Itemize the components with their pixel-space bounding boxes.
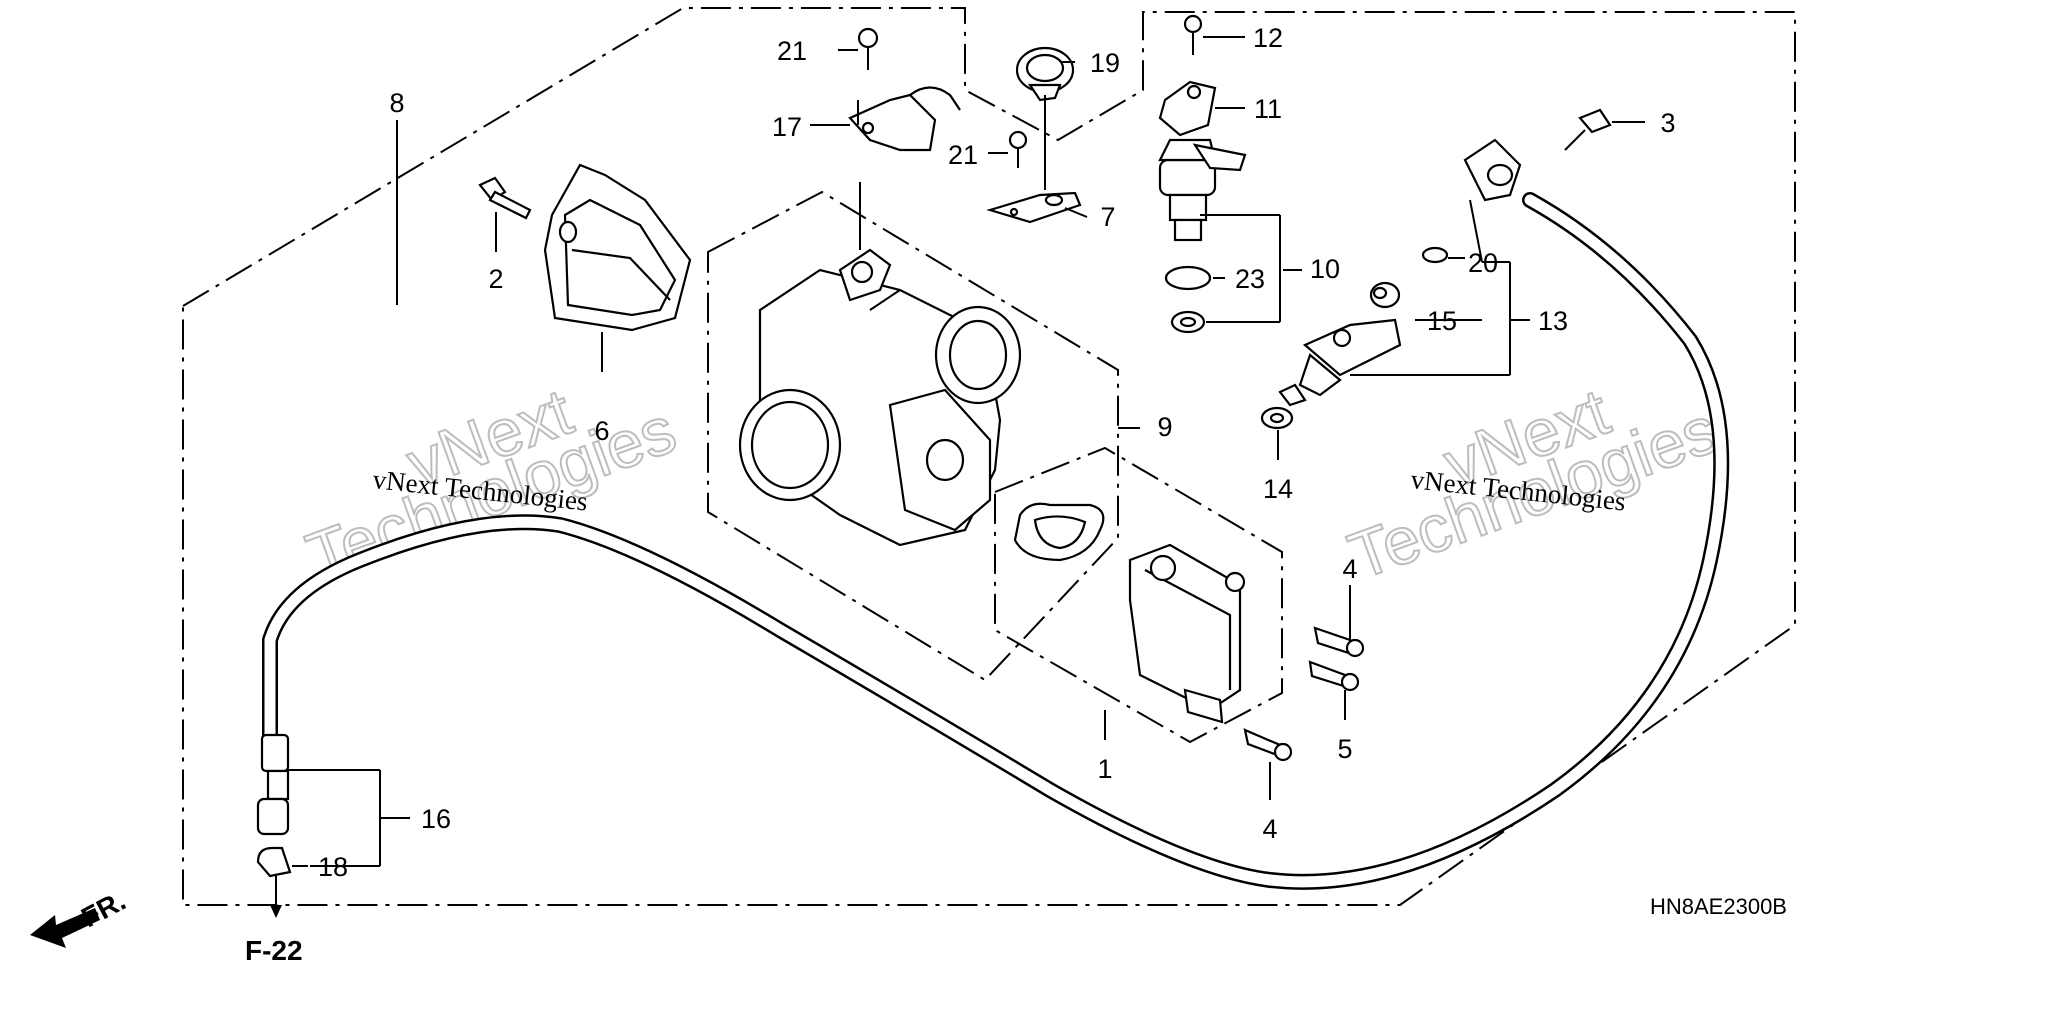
- screw-part-21-lower: [1008, 130, 1028, 168]
- gasket: [1013, 502, 1105, 562]
- assembly-boundary: [182, 7, 1796, 906]
- injector-part-13: [1278, 318, 1402, 407]
- seal-part-14: [1260, 406, 1294, 430]
- washer-part-10: [1170, 310, 1206, 334]
- callout-12: 12: [1253, 23, 1283, 53]
- hose-joint-part-16: [256, 733, 290, 836]
- callout-14: 14: [1263, 474, 1293, 504]
- down-arrow-icon: [270, 876, 282, 918]
- front-direction-arrow-icon: FR.: [30, 885, 131, 948]
- seal-part-15: [1369, 281, 1401, 309]
- watermark-right: vNext Technologies vNext Technologies: [1338, 373, 1727, 594]
- bolt-part-2: [478, 176, 532, 220]
- callout-11: 11: [1254, 94, 1282, 124]
- callouts: 1 2 3 4 4 5 6 7 8 9 10 11 12 13 14 15 16…: [318, 23, 1676, 882]
- callout-4-upper: 4: [1342, 554, 1357, 584]
- leader-lines: [288, 36, 1645, 867]
- callout-18: 18: [318, 852, 348, 882]
- callout-2: 2: [488, 264, 503, 294]
- callout-5: 5: [1337, 734, 1352, 764]
- callout-21-upper: 21: [777, 36, 807, 66]
- diagram-code: HN8AE2300B: [1650, 894, 1787, 919]
- callout-4-lower: 4: [1262, 814, 1277, 844]
- o-ring-part-20: [1421, 246, 1449, 264]
- bolt-part-3: [1564, 108, 1612, 151]
- callout-15: 15: [1427, 306, 1457, 336]
- bracket-part-17: [848, 86, 961, 152]
- page-reference: F-22: [245, 935, 303, 966]
- throttle-body-boundary: [707, 190, 1119, 682]
- callout-9: 9: [1157, 412, 1172, 442]
- sensor-unit-boundary: [994, 446, 1283, 744]
- callout-13: 13: [1538, 306, 1568, 336]
- callout-3: 3: [1660, 108, 1675, 138]
- callout-10: 10: [1310, 254, 1340, 284]
- callout-23: 23: [1235, 264, 1265, 294]
- callout-21-lower: 21: [948, 140, 978, 170]
- sensor-part-10: [1158, 138, 1247, 242]
- clip-part-18: [256, 846, 292, 878]
- screw-part-12: [1183, 14, 1203, 55]
- callout-7: 7: [1100, 202, 1115, 232]
- bracket-part-11: [1158, 80, 1217, 137]
- clamp-part-19: [1015, 46, 1075, 102]
- bolt-part-4-lower: [1243, 728, 1293, 762]
- vacuum-hose: [262, 192, 1730, 890]
- callout-17: 17: [772, 112, 802, 142]
- sensor-cover-part-6: [543, 163, 692, 332]
- sensor-unit-part-1: [1128, 543, 1246, 724]
- hose-fitting-right: [1463, 138, 1522, 202]
- bolt-part-5: [1308, 660, 1360, 692]
- callout-16: 16: [421, 804, 451, 834]
- throttle-body: [738, 182, 1022, 547]
- callout-8: 8: [389, 88, 404, 118]
- o-ring-part-23: [1164, 265, 1212, 291]
- callout-19: 19: [1090, 48, 1120, 78]
- callout-20: 20: [1468, 248, 1498, 278]
- bolt-part-4-upper: [1313, 626, 1365, 658]
- screw-part-21-upper: [857, 27, 879, 70]
- callout-1: 1: [1097, 754, 1112, 784]
- plate-part-7: [986, 191, 1082, 224]
- callout-6: 6: [594, 416, 609, 446]
